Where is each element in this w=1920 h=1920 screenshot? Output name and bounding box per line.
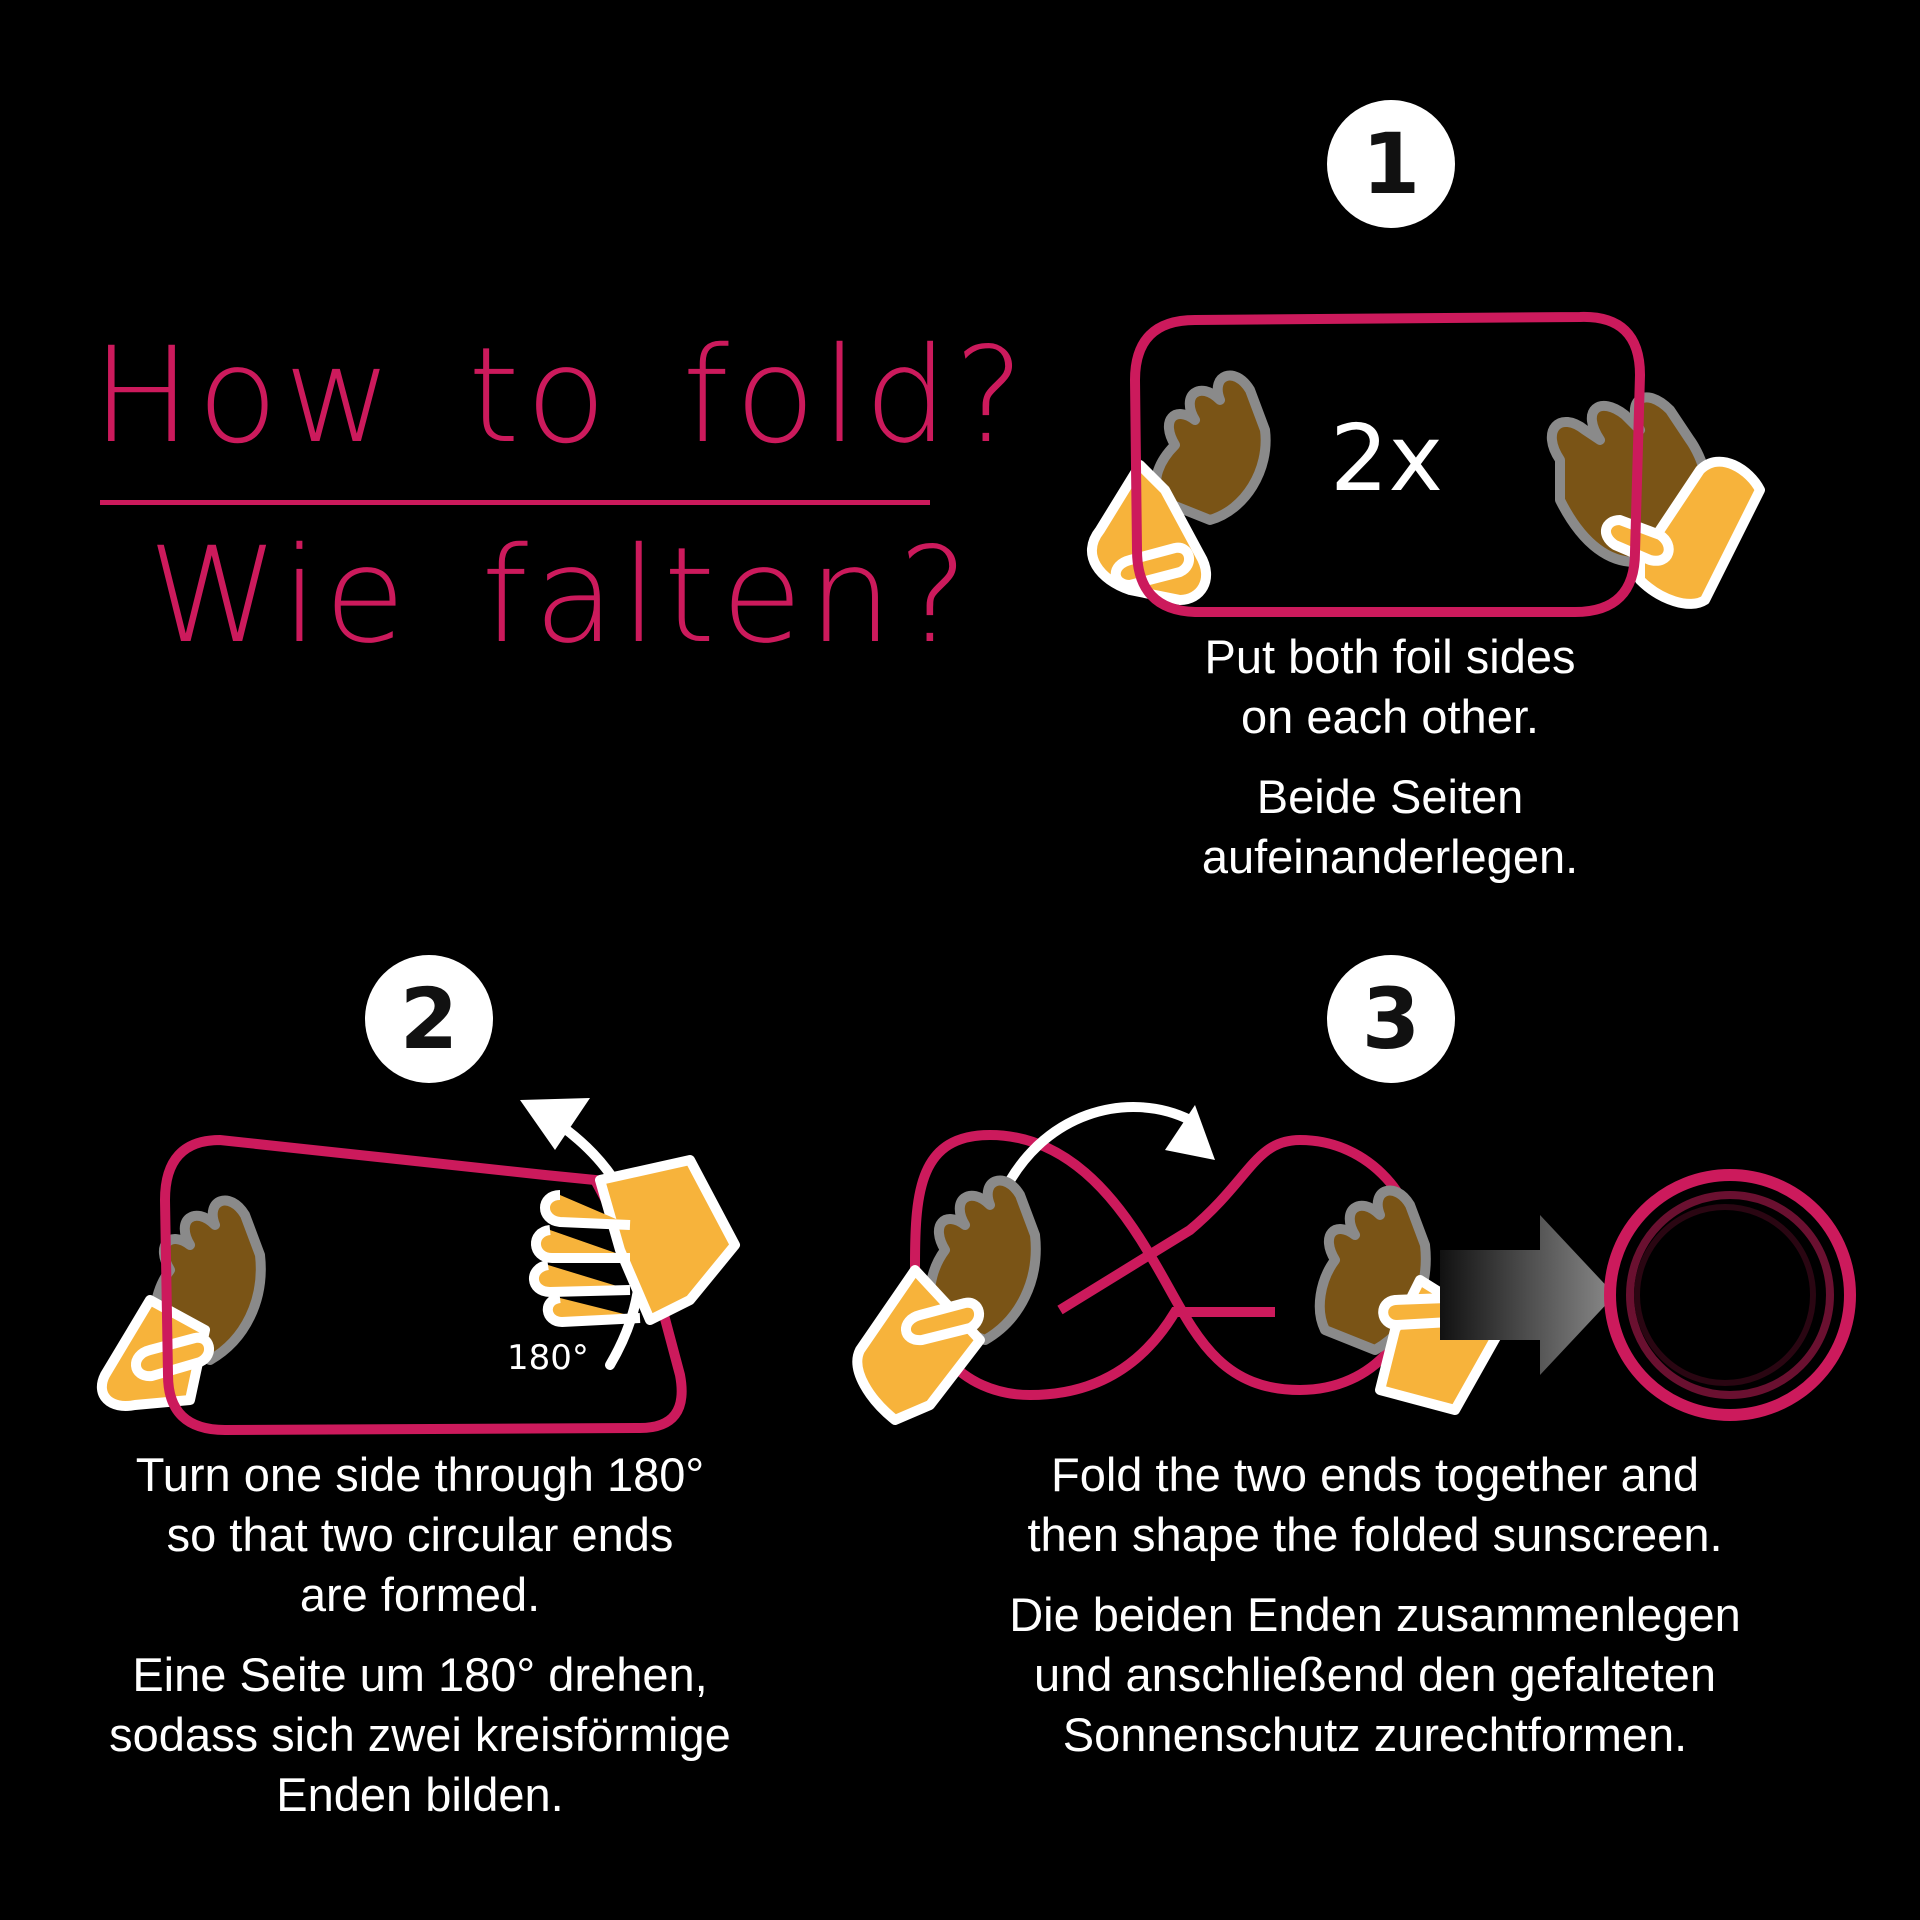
step3-hand-left-icon <box>852 1175 1041 1425</box>
step3-text-en-line: Fold the two ends together and <box>1051 1448 1699 1501</box>
step1-hand-right-icon <box>1546 392 1765 609</box>
step3-folded-ring-icon <box>1604 1169 1856 1421</box>
step2-text-en-line: are formed. <box>299 1568 541 1621</box>
step2-hand-right-icon <box>529 1155 740 1327</box>
step3-text-en-line: then shape the folded sunscreen. <box>1027 1508 1723 1561</box>
step2-text-de-line: sodass sich zwei kreisförmige <box>109 1708 731 1761</box>
title-german: Wie falten? <box>148 519 975 673</box>
step2-rotate-arrow-icon <box>520 1098 590 1150</box>
step1-number-badge: 1 <box>1327 100 1455 228</box>
step3-text-de-line: und anschließend den gefalteten <box>1033 1648 1717 1701</box>
step1-caption: Put both foil sides on each other. Beide… <box>1090 627 1690 887</box>
step2-text-en-line: Turn one side through 180° <box>135 1448 705 1501</box>
step1-text-de-line: Beide Seiten <box>1256 770 1524 823</box>
step1-label-2x: 2x <box>1330 405 1443 512</box>
step3-number-badge: 3 <box>1327 955 1455 1083</box>
step1-text-de-line: aufeinanderlegen. <box>1201 830 1579 883</box>
step3-caption: Fold the two ends together and then shap… <box>955 1445 1795 1765</box>
step2-number-badge: 2 <box>365 955 493 1083</box>
step2-illustration <box>96 1098 740 1436</box>
title-english: How to fold? <box>92 319 1031 473</box>
step2-caption: Turn one side through 180° so that two c… <box>60 1445 780 1825</box>
step2-text-de-line: Eine Seite um 180° drehen, <box>132 1648 708 1701</box>
step3-result-arrow-icon <box>1440 1215 1615 1375</box>
step1-text-en-line: on each other. <box>1241 690 1539 743</box>
step3-figure-eight-foil <box>909 1129 1426 1401</box>
step1-foil-outline <box>1129 311 1646 617</box>
step1-illustration <box>1087 311 1765 617</box>
title-divider <box>100 500 930 505</box>
step2-text-de-line: Enden bilden. <box>276 1768 564 1821</box>
step2-foil-outline <box>159 1134 687 1436</box>
step1-hand-left-icon <box>1087 370 1271 605</box>
step2-text-en-line: so that two circular ends <box>166 1508 674 1561</box>
step3-text-de-line: Sonnenschutz zurechtformen. <box>1062 1708 1688 1761</box>
step2-hand-left-icon <box>96 1195 266 1411</box>
step1-text-en-line: Put both foil sides <box>1204 630 1576 683</box>
step2-label-180: 180° <box>507 1338 589 1378</box>
step3-text-de-line: Die beiden Enden zusammenlegen <box>1009 1588 1741 1641</box>
step3-illustration <box>852 1102 1856 1425</box>
step3-fold-arrow-icon <box>1165 1105 1215 1160</box>
